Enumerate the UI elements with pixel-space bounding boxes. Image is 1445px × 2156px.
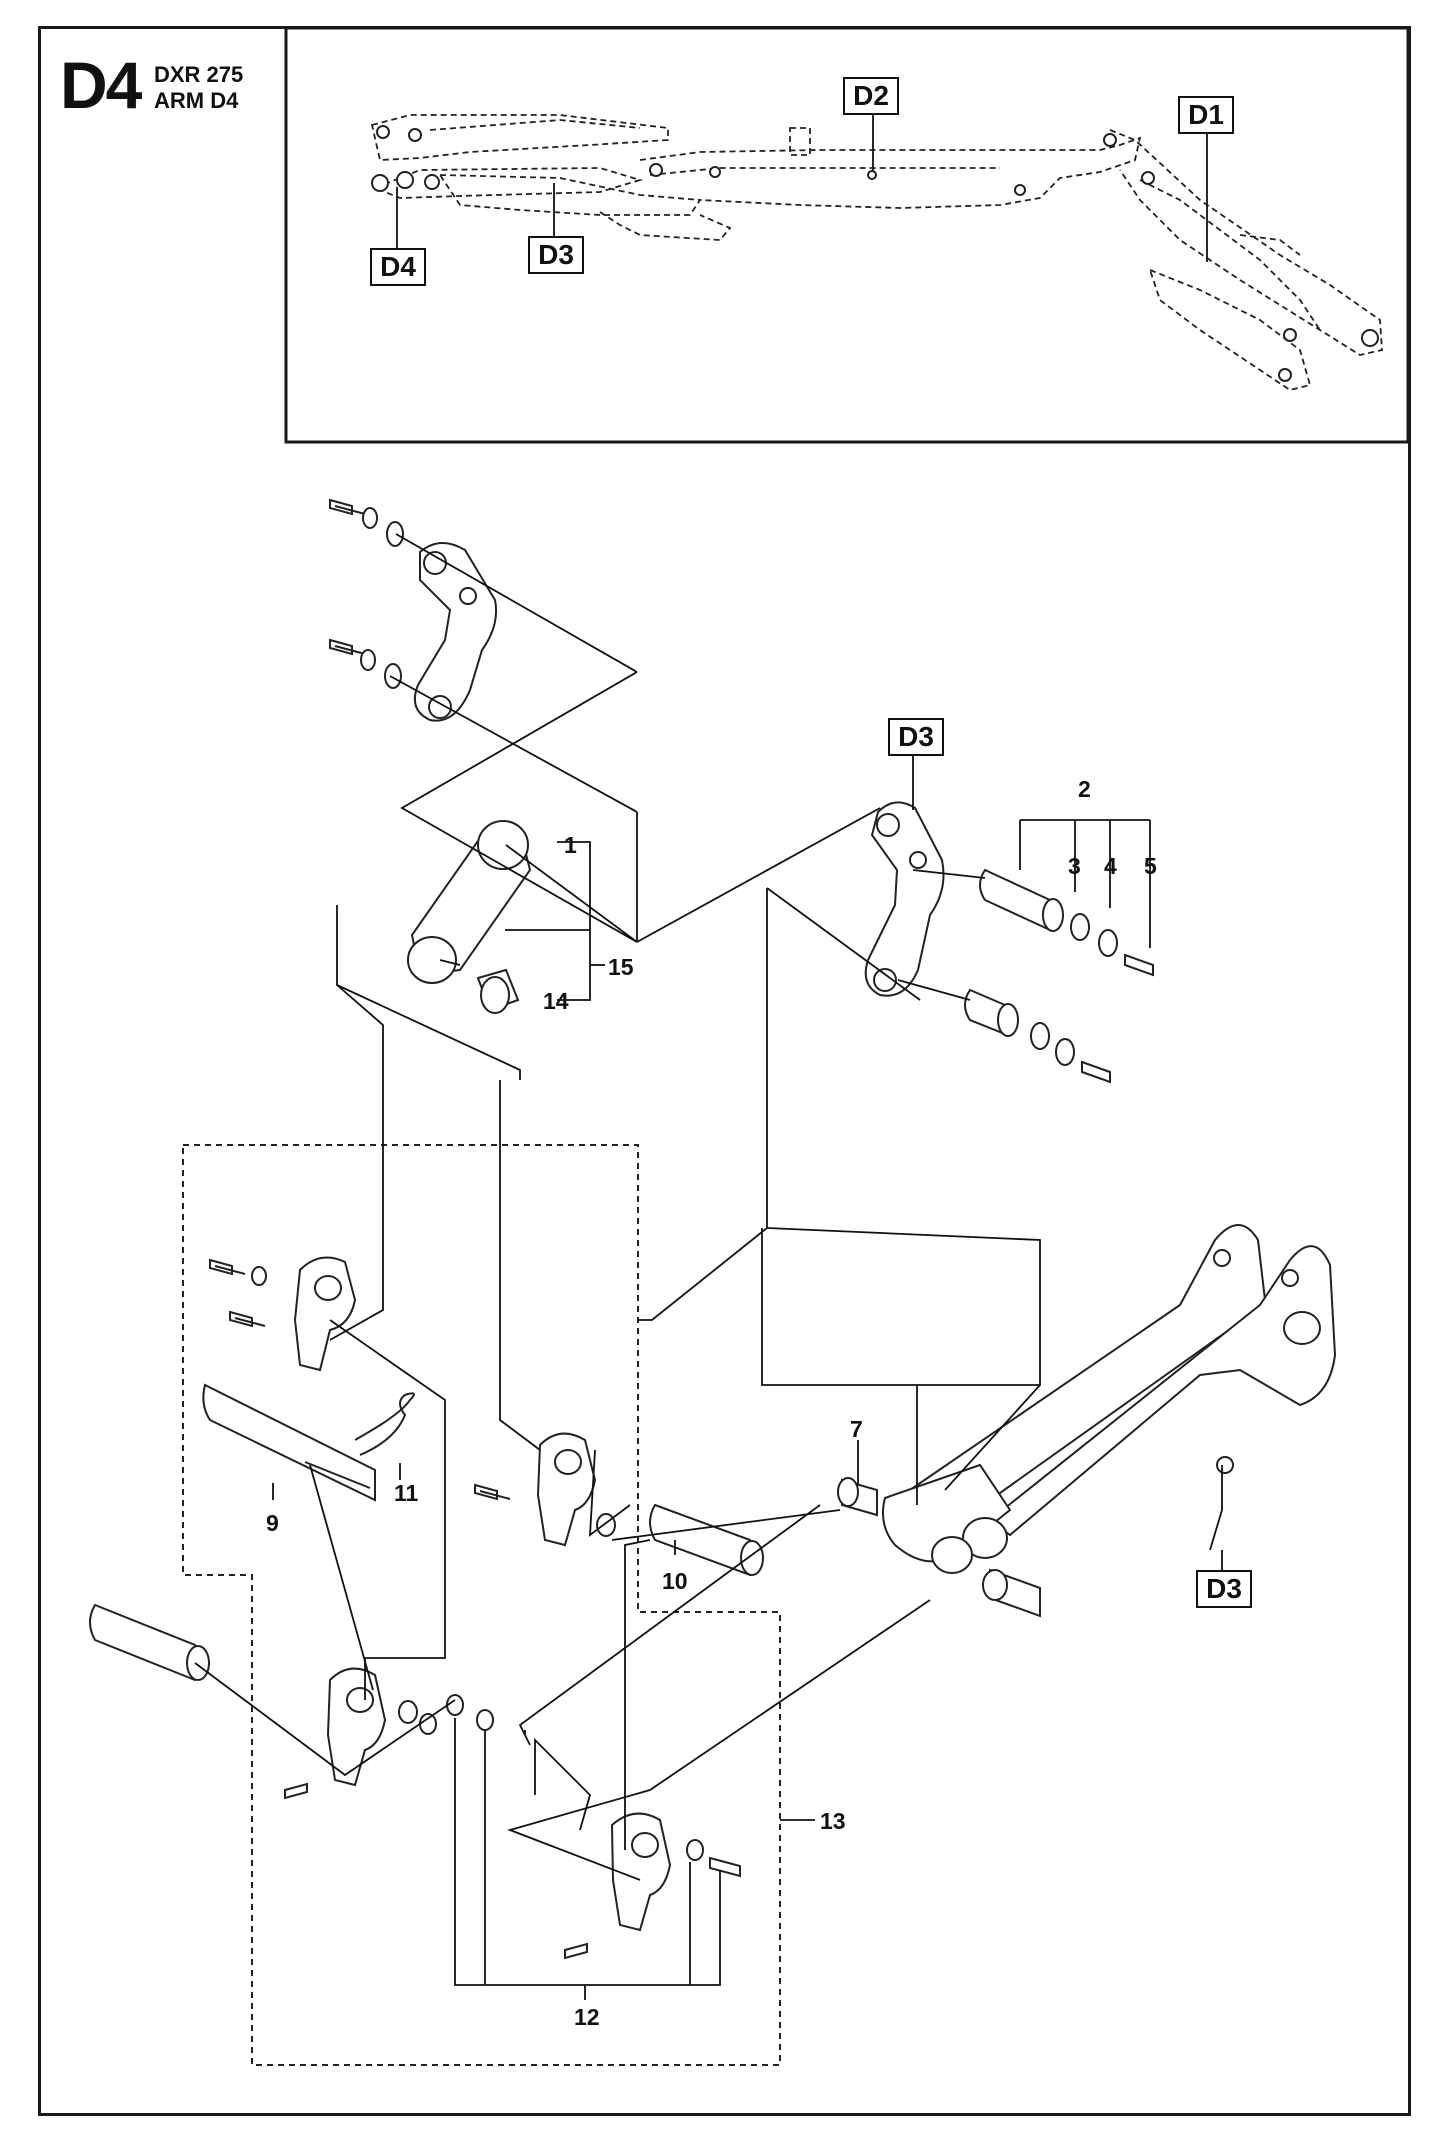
overview-pins [371, 125, 1379, 382]
overview-label-d1: D1 [1178, 96, 1234, 134]
part-number-10: 10 [662, 1568, 688, 1594]
page-code: D4 [60, 48, 142, 122]
part-number-15: 15 [608, 954, 634, 980]
group-outlines [182, 1144, 781, 2066]
part-number-11: 11 [394, 1480, 419, 1506]
callout-d3-top: D3 [888, 718, 944, 756]
part-number-5: 5 [1144, 853, 1157, 879]
overview-arm-outline [370, 114, 1383, 391]
callout-d3-bottom: D3 [1196, 1570, 1252, 1608]
part-number-4: 4 [1104, 853, 1117, 879]
leader-lines [194, 533, 1223, 2000]
part-number-12: 12 [574, 2004, 600, 2030]
part-number-7: 7 [850, 1416, 863, 1442]
part-number-1: 1 [564, 832, 577, 858]
overview-label-d4: D4 [370, 248, 426, 286]
overview-label-d2: D2 [843, 77, 899, 115]
part-number-9: 9 [266, 1510, 279, 1536]
model-name: DXR 275 [154, 62, 244, 87]
part-number-3: 3 [1068, 853, 1081, 879]
overview-label-d3: D3 [528, 236, 584, 274]
overview-leaders [396, 112, 1208, 262]
group-name: ARM D4 [154, 88, 239, 113]
part-number-13: 13 [820, 1808, 846, 1834]
parts-drawings [89, 498, 1337, 1960]
part-number-14: 14 [543, 988, 569, 1014]
overview-inset-frame [284, 26, 1410, 444]
part-number-2: 2 [1078, 776, 1091, 802]
